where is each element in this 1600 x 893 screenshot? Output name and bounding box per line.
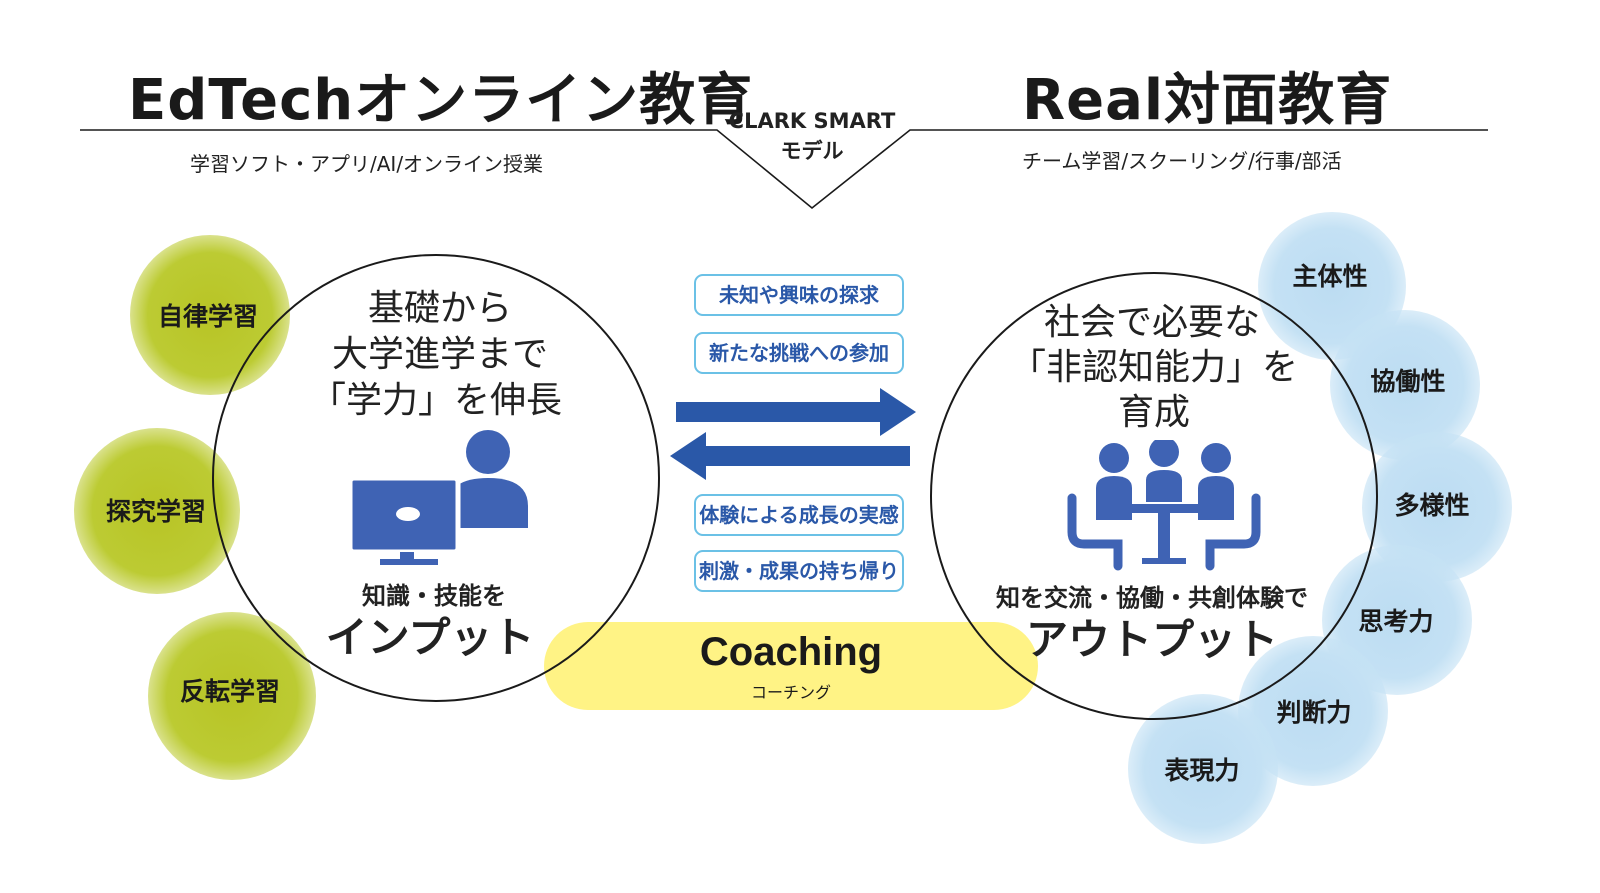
bubble-label-judgment: 判断力 [1276,698,1352,727]
arrow-right-icon [676,388,916,436]
bubble-label-thinking: 思考力 [1358,607,1434,636]
coaching-label: Coaching [699,630,883,674]
team-meeting-icon [1067,440,1261,571]
left-circle-caption-big: インプット [325,613,535,662]
right-circle [930,272,1378,720]
left-circle [212,254,660,702]
left-title: EdTechオンライン教育 [128,68,754,133]
left-circle-line-2: 大学進学まで [331,334,549,375]
header-divider [80,129,1488,210]
coaching-band [544,622,1038,710]
right-circle-caption-small: 知を交流・協働・共創体験で [996,584,1308,612]
right-circle-line-3: 育成 [1117,392,1191,433]
pill-experience-growth: 体験による成長の実感 [694,494,904,536]
pill-bring-back-results: 刺激・成果の持ち帰り [694,550,904,592]
arrow-left-icon [670,432,910,480]
right-subtitle: チーム学習/スクーリング/行事/部活 [1022,149,1342,173]
person-at-computer-icon [350,430,528,565]
bubble-label-inquiry: 探究学習 [105,497,207,526]
right-circle-caption-big: アウトプット [1025,615,1279,664]
left-circle-line-3: 「学力」を伸長 [309,380,563,421]
right-title: Real対面教育 [1022,68,1393,133]
bubble-label-expression: 表現力 [1164,756,1240,785]
right-circle-line-2: 「非認知能力」を [1009,347,1299,388]
bubble-label-diversity: 多様性 [1394,491,1470,520]
pill-explore-unknown: 未知や興味の探求 [694,274,904,316]
bubble-label-collaboration: 協働性 [1370,367,1446,396]
model-label-line1: CLARK SMART [728,109,896,133]
left-circle-caption-small: 知識・技能を [362,582,506,610]
left-subtitle: 学習ソフト・アプリ/AI/オンライン授業 [190,152,544,176]
left-circle-line-1: 基礎から [367,288,513,329]
bubble-label-initiative: 主体性 [1292,262,1368,291]
pill-new-challenge: 新たな挑戦への参加 [694,332,904,374]
bubble-label-autonomous: 自律学習 [157,302,259,331]
bubble-label-flipped: 反転学習 [179,677,281,706]
model-label: CLARK SMART モデル [718,106,906,166]
model-label-line2: モデル [780,139,844,163]
coaching-sublabel: コーチング [750,683,832,702]
right-circle-line-1: 社会で必要な [1043,302,1261,343]
